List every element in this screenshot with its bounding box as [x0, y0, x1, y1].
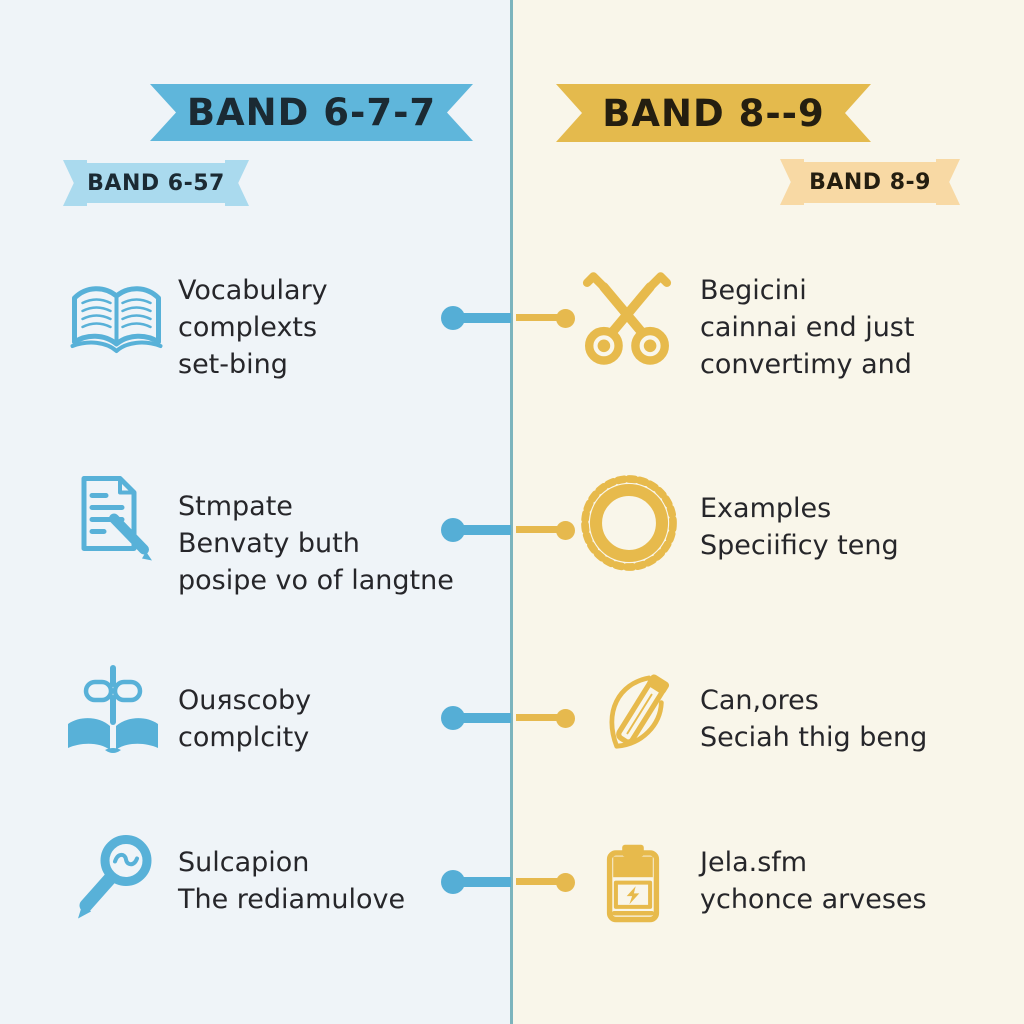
ribbon-band-657: BAND 6-57 [63, 160, 249, 206]
ribbon-band-89: BAND 8-9 [780, 159, 960, 205]
battery-bolt-icon [588, 836, 678, 931]
feature-line: Stmpate [178, 491, 293, 522]
feature-line: Ouяscoby [178, 685, 312, 716]
gold-connector-line [516, 878, 562, 885]
feature-line: Benvaty buth [178, 528, 360, 559]
blue-connector-line [453, 525, 511, 535]
ribbon-tail-icon [225, 160, 249, 206]
feature-line: Jela.sfm [700, 847, 808, 878]
book-chain-icon [58, 662, 168, 762]
feature-line: cainnai end just [700, 312, 915, 343]
feature-line: Seciah thig beng [700, 722, 928, 753]
feature-line: Sulcapion [178, 847, 310, 878]
open-book-icon [64, 270, 169, 370]
gold-connector-line [516, 526, 562, 533]
gold-dot-icon [556, 521, 575, 540]
feature-line: complcity [178, 722, 310, 753]
ribbon-tail-icon [63, 160, 87, 206]
banner-band-677-label: BAND 6-7-7 [186, 91, 437, 134]
pen-leaf-icon [592, 664, 687, 764]
center-divider-line [510, 0, 513, 1024]
gold-connector-line [516, 714, 562, 721]
gold-connector-line [516, 314, 562, 321]
feature-ourscoby-text: Ouяscoby complcity [178, 682, 311, 756]
ribbon-band-657-label: BAND 6-57 [87, 170, 225, 196]
banner-band-677: BAND 6-7-7 [150, 84, 473, 141]
gold-dot-icon [556, 709, 575, 728]
feature-begicini-text: Begicini cainnai end just convertimy and [700, 272, 914, 383]
banner-band-89: BAND 8--9 [556, 84, 871, 142]
feature-jelasfm-text: Jela.sfm ychonce arveses [700, 844, 927, 918]
ribbon-band-89-label: BAND 8-9 [809, 170, 931, 195]
feature-line: Examples [700, 493, 832, 524]
feature-examples-text: Examples Speciificy teng [700, 490, 899, 564]
feature-line: Can,ores [700, 685, 819, 716]
blue-connector-line [453, 877, 511, 887]
feature-line: convertimy and [700, 349, 912, 380]
blue-connector-line [453, 713, 511, 723]
feature-line: The rediamulove [178, 884, 406, 915]
feature-line: Begicini [700, 275, 807, 306]
feature-sulcapion-text: Sulcapion The rediamulove [178, 844, 405, 918]
feature-line: complexts [178, 312, 318, 343]
gold-dot-icon [556, 309, 575, 328]
feature-canores-text: Can,ores Seciah thig beng [700, 682, 927, 756]
banner-band-89-label: BAND 8--9 [602, 91, 825, 135]
feature-line: ychonce arveses [700, 884, 927, 915]
feature-vocabulary-text: Vocabulary complexts set-bing [178, 272, 328, 383]
feature-line: Vocabulary [178, 275, 328, 306]
gold-dot-icon [556, 873, 575, 892]
feature-line: posipe vo of langtne [178, 565, 454, 596]
feature-stmpate-text: Stmpate Benvaty buth posipe vo of langtn… [178, 488, 454, 599]
seal-badge-icon [574, 468, 684, 578]
blue-connector-line [453, 313, 511, 323]
feature-line: set-bing [178, 349, 288, 380]
scissors-icon [572, 266, 682, 371]
feature-line: Speciificy teng [700, 530, 899, 561]
magnifier-pen-icon [64, 828, 164, 933]
document-pen-icon [62, 466, 162, 571]
